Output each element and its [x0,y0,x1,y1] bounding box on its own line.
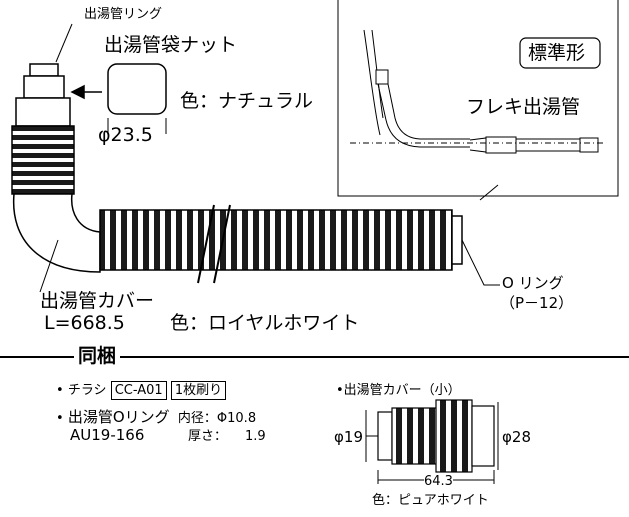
small-cover-drawing [365,399,499,484]
cover-color: 色：ロイヤルホワイト [170,312,360,334]
small-color: 色：ピュアホワイト [372,493,489,508]
oring-inner-label: 内径： [177,411,217,426]
oring-thick-row: 厚さ： 1.9 [188,430,266,443]
oring-label: O リング [502,274,564,292]
inset-box [337,0,619,197]
nut-color: 色：ナチュラル [180,90,314,112]
cover-hose [99,204,463,284]
cover-length: L=668.5 [44,312,125,334]
flex-pipe-label: フレキ出湯管 [466,96,581,118]
nut-diameter: φ23.5 [98,124,153,146]
bullet-icon: • [56,383,68,398]
cover-elbow [12,193,101,273]
oring-row: • 出湯管Oリング 内径：Φ10.8 [56,408,257,426]
small-length: 64.3 [424,474,453,489]
oring-thick-label: 厚さ： [188,429,228,444]
bundle-oring-code: AU19-166 [70,426,145,444]
bullet-icon: • [56,411,68,426]
flyer-code: CC-A01 [110,381,167,400]
flex-pipe-drawing [350,29,604,201]
bundle-title: 同梱 [74,347,121,366]
small-cover-title: 出湯管カバー（小） [343,383,461,398]
oring-code: （P－12） [500,294,574,312]
oring-thick-value: 1.9 [245,429,266,444]
ring-label: 出湯管リング [84,7,163,22]
flyer-label: チラシ [67,383,107,398]
cover-label: 出湯管カバー [40,290,155,312]
small-dia-left: φ19 [334,428,363,446]
bullet-icon: • [336,383,344,398]
bundle-oring-label: 出湯管Oリング [67,408,170,426]
nut-label: 出湯管袋ナット [104,34,238,56]
nut-sample [70,63,167,134]
leader-lines [39,23,500,293]
flyer-row: • チラシ CC-A01 1枚刷り [56,381,227,400]
standard-badge: 標準形 [528,42,586,64]
nut-assembly [11,63,75,195]
small-cover-title-row: •出湯管カバー（小） [336,384,461,397]
flyer-note: 1枚刷り [170,381,227,400]
small-dia-right: φ28 [502,428,531,446]
oring-inner-value: Φ10.8 [216,411,257,426]
